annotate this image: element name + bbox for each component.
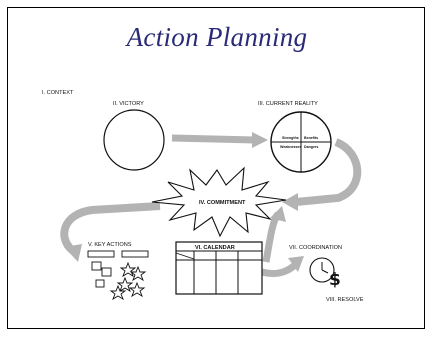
victory-circle	[103, 109, 165, 171]
commitment-starburst: IV. COMMITMENT	[151, 166, 287, 238]
action-box-2	[101, 267, 112, 277]
arrow-calendar-to-coordination	[261, 261, 299, 278]
arrow-reality-to-commitment-head	[282, 193, 298, 211]
calendar-grid: VI. CALENDAR	[175, 241, 263, 295]
label-current-reality: III. CURRENT REALITY	[258, 101, 318, 107]
key-actions-icons	[87, 250, 149, 301]
quadrant-benefits: Benefits	[304, 136, 318, 140]
label-commitment: IV. COMMITMENT	[199, 200, 246, 206]
flow-arrows	[60, 132, 362, 278]
current-reality-circle: Strengths Benefits Weaknesses Dangers	[270, 111, 332, 173]
label-key-actions: V. KEY ACTIONS	[88, 242, 132, 248]
slide-title: Action Planning	[126, 22, 308, 52]
action-bar-1	[87, 250, 115, 258]
action-bar-2	[121, 250, 149, 258]
star-icon-2	[129, 265, 147, 282]
action-box-3	[95, 279, 105, 288]
star-icon-1	[119, 261, 137, 278]
label-context: I. CONTEXT	[42, 90, 74, 96]
quadrant-weaknesses: Weaknesses	[280, 145, 302, 149]
action-box-1	[91, 261, 102, 271]
label-coordination: VII. COORDINATION	[289, 245, 342, 251]
arrow-calendar-to-coordination-head	[288, 256, 304, 272]
dollar-icon: $	[329, 270, 341, 290]
star-icon-4	[128, 281, 146, 298]
arrow-commitment-to-actions	[60, 202, 161, 254]
quadrant-strengths: Strengths	[282, 136, 299, 140]
arrow-victory-to-reality	[171, 134, 256, 144]
star-icon-3	[116, 276, 134, 293]
arrow-calendar-to-commitment-head	[270, 206, 286, 222]
arrow-victory-to-reality-head	[252, 132, 268, 148]
label-victory: II. VICTORY	[113, 101, 144, 107]
label-calendar: VI. CALENDAR	[195, 245, 235, 251]
star-icon-5	[109, 284, 127, 301]
clock-icon	[309, 257, 335, 283]
quadrant-dangers: Dangers	[304, 145, 318, 149]
label-resolve: VIII. RESOLVE	[326, 297, 364, 303]
arrow-reality-to-commitment	[295, 138, 362, 206]
arrow-commitment-to-actions-head	[64, 244, 82, 262]
arrow-calendar-to-commitment	[262, 211, 281, 263]
